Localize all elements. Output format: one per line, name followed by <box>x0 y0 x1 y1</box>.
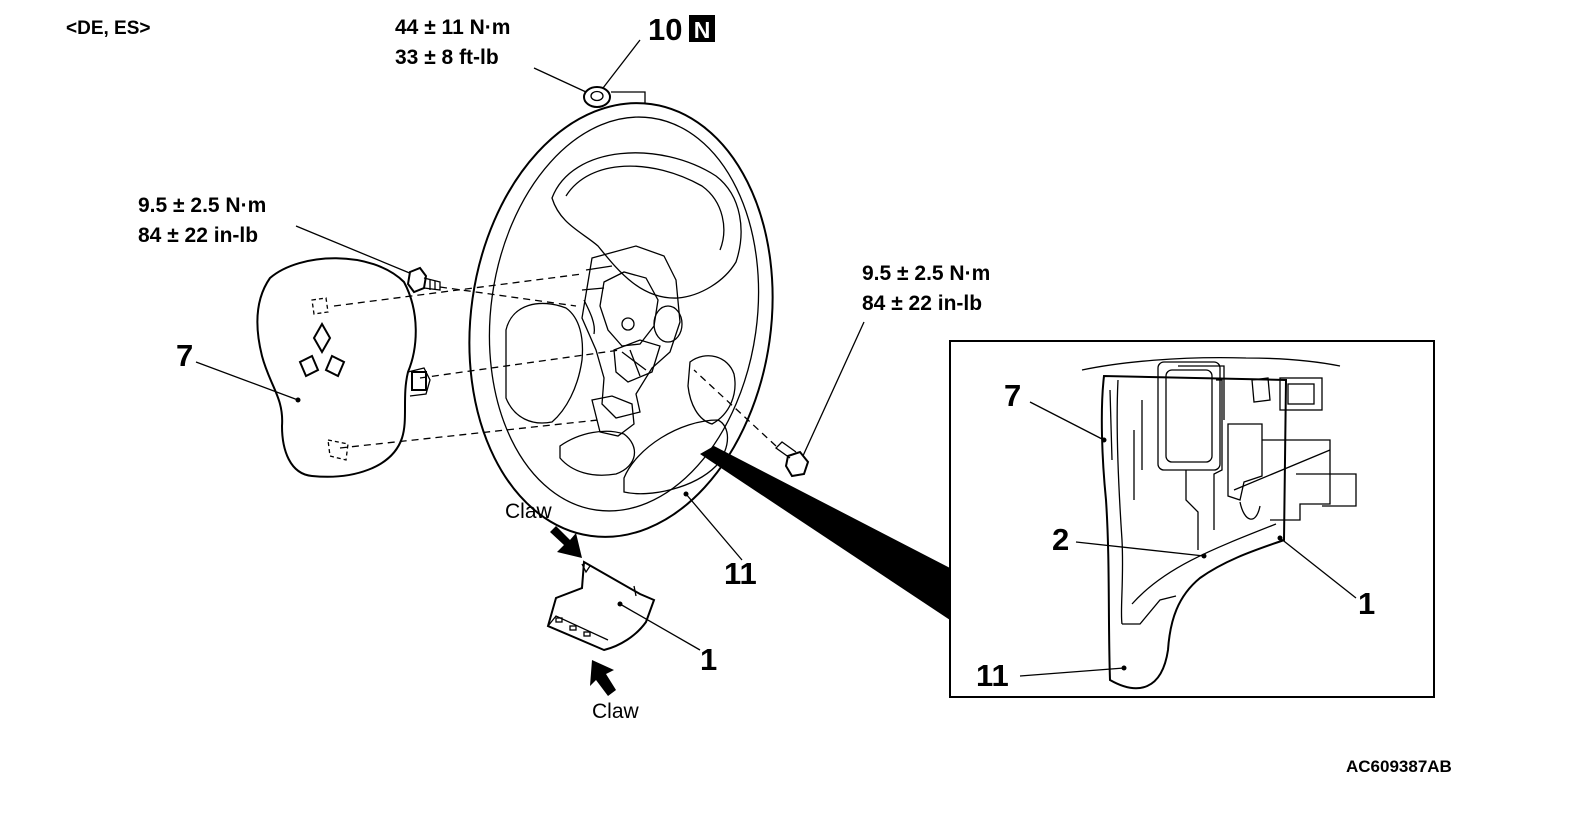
left-bolt-torque-imperial: 84 ± 22 in-lb <box>138 224 258 247</box>
claw-label-bottom: Claw <box>592 700 640 723</box>
callout-11: 11 <box>724 556 757 591</box>
right-bolt-torque-metric: 9.5 ± 2.5 N·m <box>862 262 990 285</box>
callout-11-leader <box>685 493 743 561</box>
callout-7: 7 <box>176 338 193 373</box>
air-bag-module <box>256 257 431 478</box>
right-bolt-install-line <box>693 369 777 447</box>
detail-view <box>949 340 1435 698</box>
callout-10-leader <box>602 39 641 89</box>
figure-code: AC609387AB <box>1346 757 1452 776</box>
right-bolt-leader <box>801 321 865 459</box>
nut-badge-box <box>689 15 715 42</box>
claw-arrow-top <box>550 526 582 558</box>
left-bolt-leader <box>295 225 413 275</box>
nut-torque-imperial: 33 ± 8 ft-lb <box>395 46 499 69</box>
claw-label-top: Claw <box>505 500 553 523</box>
left-bolt-icon <box>406 266 441 294</box>
right-bolt-torque-imperial: 84 ± 22 in-lb <box>862 292 982 315</box>
left-bolt-install-line <box>439 286 577 307</box>
cover <box>546 560 656 652</box>
callout-1: 1 <box>700 642 717 677</box>
module-mount-line-middle <box>419 349 621 379</box>
claw-arrow-bottom <box>590 660 616 696</box>
detail-callout-1: 1 <box>1358 586 1375 621</box>
detail-callout-7: 7 <box>1004 378 1021 413</box>
detail-callout-1-leader-secondary <box>1233 449 1331 491</box>
variant-label: <DE, ES> <box>66 18 151 39</box>
nut-spec-leader <box>533 67 587 93</box>
detail-pointer-wedge <box>700 446 950 620</box>
detail-callout-2-leader <box>1075 541 1205 557</box>
nut-icon <box>583 86 611 108</box>
detail-callout-2: 2 <box>1052 522 1069 557</box>
nut-torque-metric: 44 ± 11 N·m <box>395 16 510 39</box>
module-mount-line-lower <box>339 419 599 449</box>
callout-10: 10 <box>648 12 682 47</box>
nut-badge-letter: N <box>694 17 711 43</box>
detail-callout-11: 11 <box>976 658 1009 693</box>
left-bolt-torque-metric: 9.5 ± 2.5 N·m <box>138 194 266 217</box>
steering-wheel <box>468 102 774 538</box>
right-bolt-icon <box>774 441 810 478</box>
callout-7-leader <box>195 361 299 401</box>
detail-callout-7-leader <box>1029 401 1105 441</box>
detail-callout-11-leader <box>1019 667 1125 677</box>
callout-1-leader <box>619 603 701 651</box>
detail-callout-1-leader <box>1279 537 1357 599</box>
